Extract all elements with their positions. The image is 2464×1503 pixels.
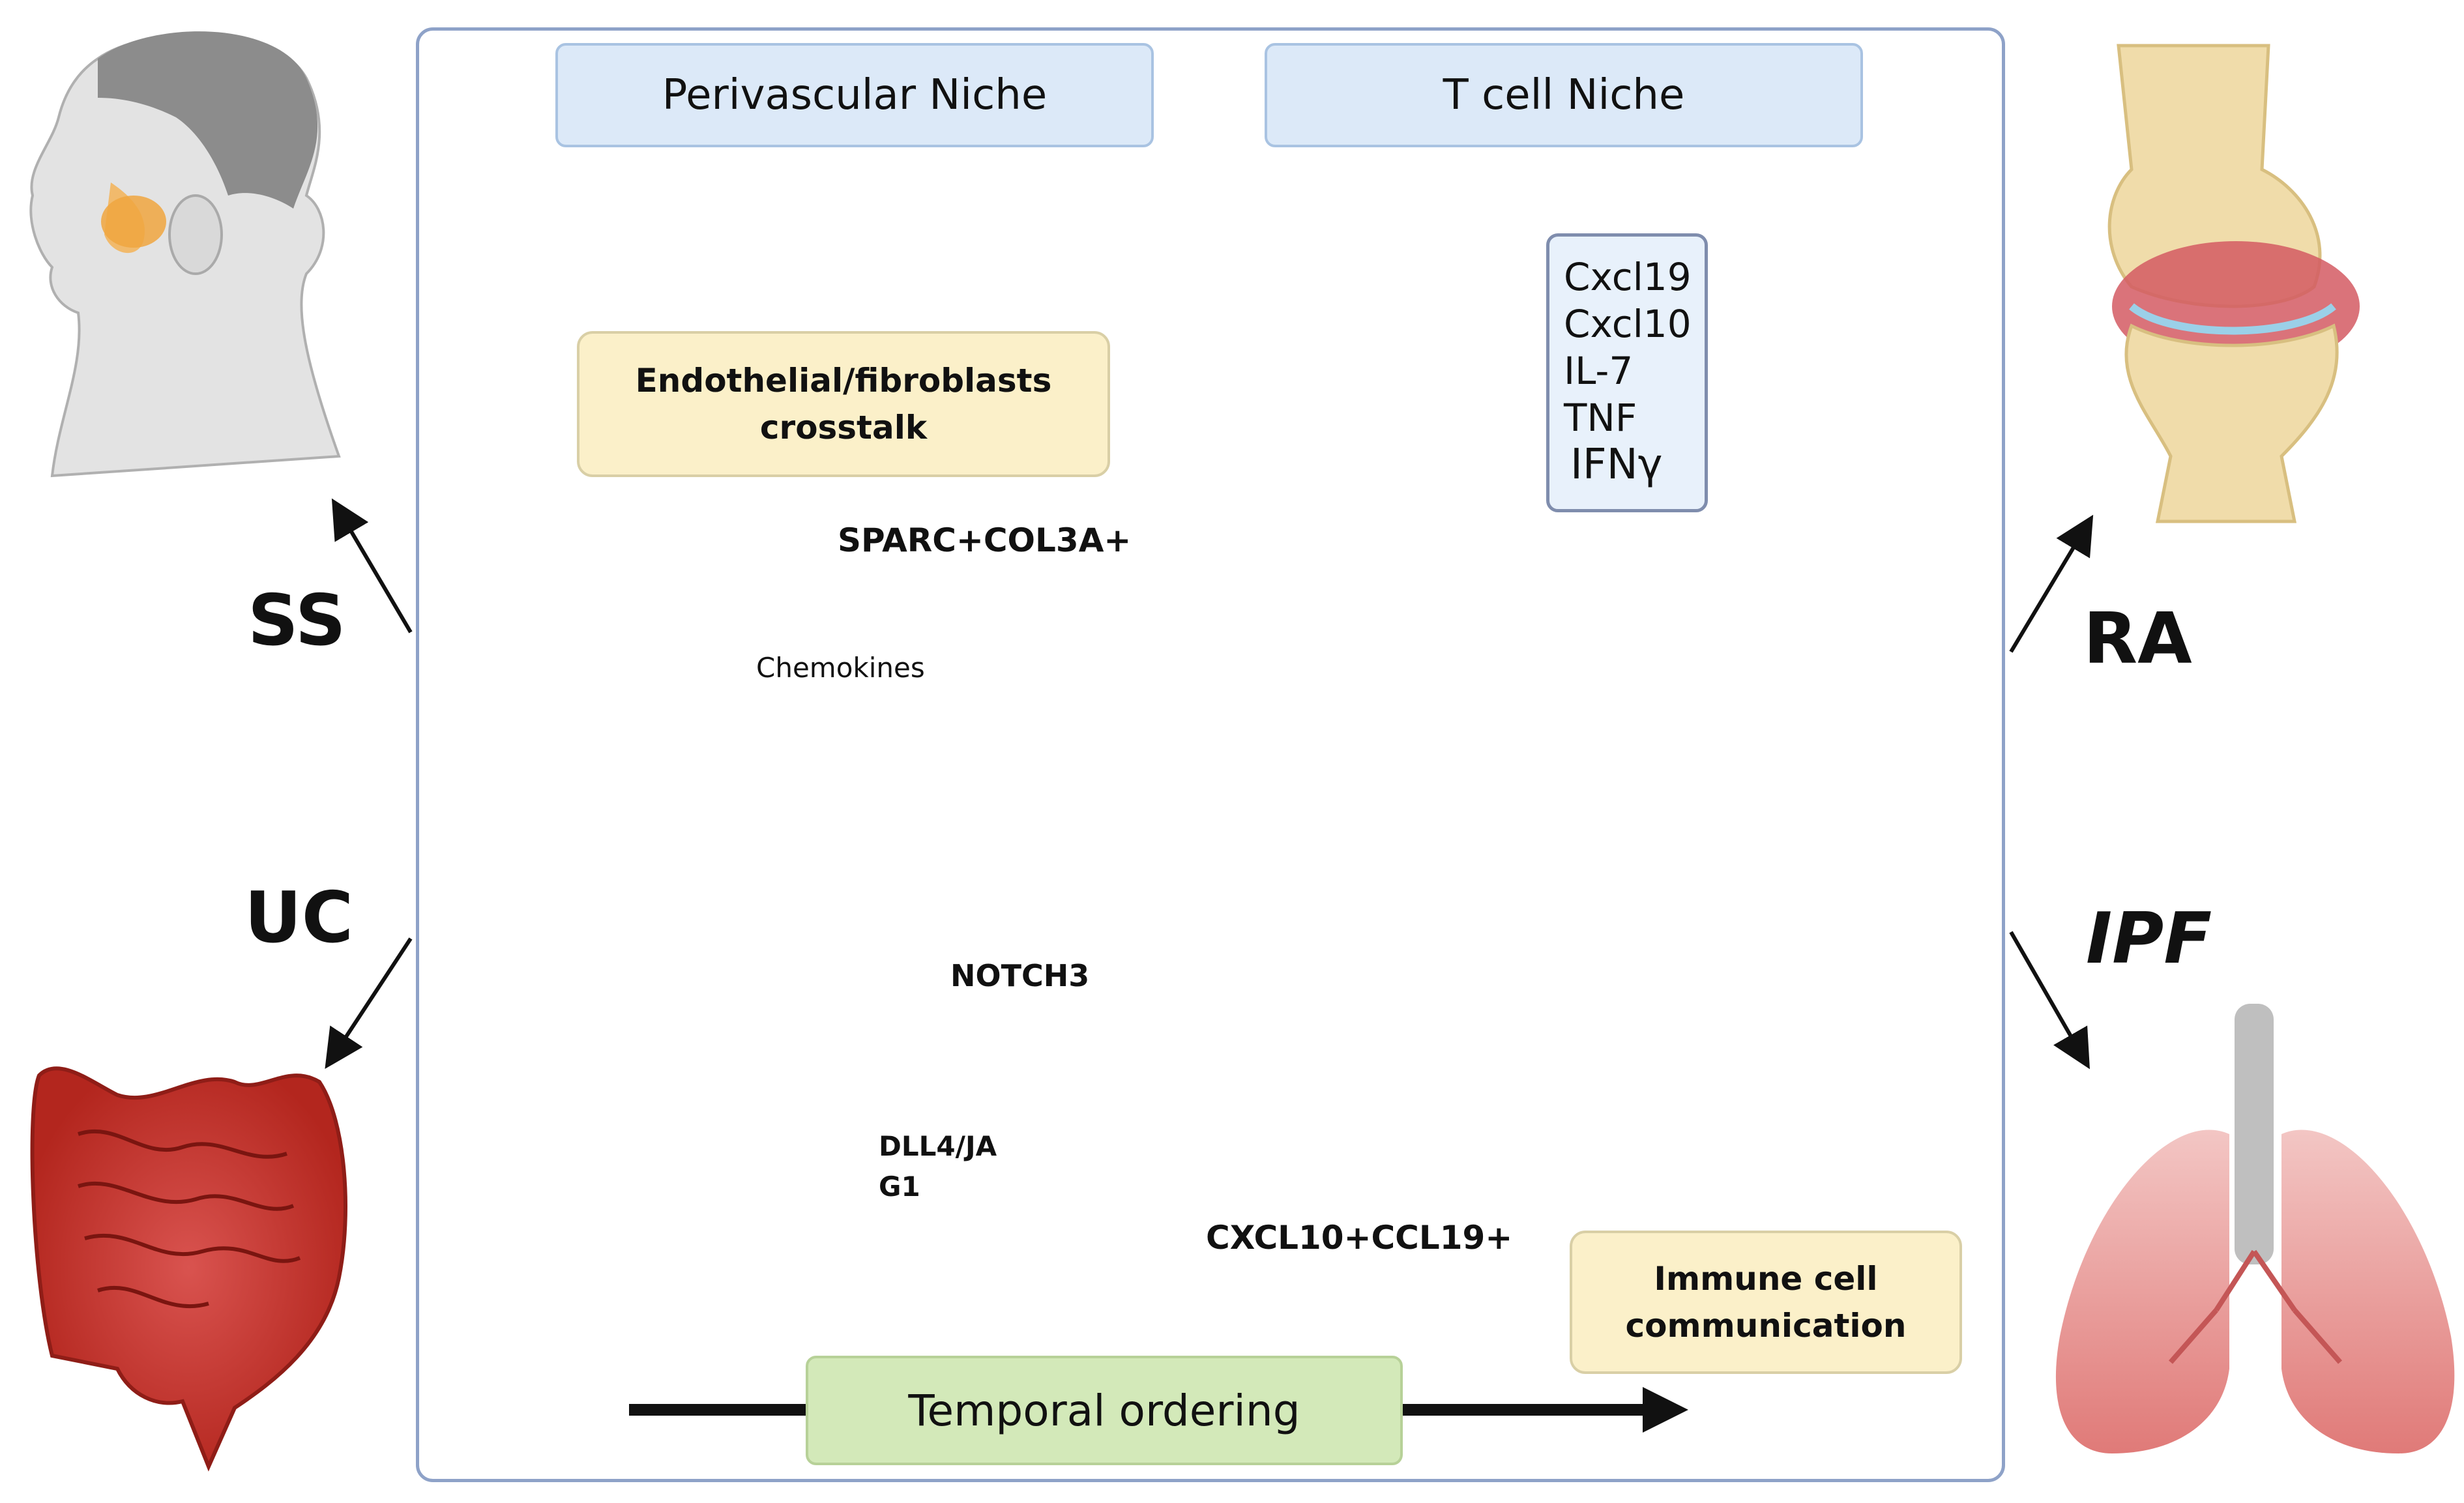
cytokine-item: Cxcl19: [1564, 255, 1692, 299]
head-profile-salivary-icon: [29, 31, 341, 478]
disease-label-ss: SS: [248, 580, 346, 662]
cytokine-item: Cxcl10: [1564, 302, 1692, 346]
cxcl10-label: CXCL10+CCL19+: [1206, 1219, 1513, 1257]
dll4-label-line2: G1: [879, 1171, 920, 1203]
arrow-ipf: [2009, 931, 2090, 1070]
temporal-ordering-box: Temporal ordering: [806, 1356, 1403, 1465]
disease-label-ipf: IPF: [2086, 898, 2212, 980]
temporal-arrow-shaft: [1400, 1404, 1648, 1416]
colon-icon: [30, 1066, 347, 1472]
arrow-uc: [325, 937, 413, 1070]
disease-label-ra: RA: [2083, 598, 2192, 680]
knee-joint-icon: [2107, 44, 2360, 523]
cytokine-item: TNF: [1564, 396, 1637, 440]
dll4-label-line1: DLL4/JA: [879, 1130, 997, 1162]
chemokines-label: Chemokines: [756, 652, 925, 684]
tcell-niche-header: T cell Niche: [1265, 43, 1863, 147]
disease-label-uc: UC: [244, 877, 353, 959]
notch3-label: NOTCH3: [950, 958, 1090, 993]
immune-communication-box: Immune cell communication: [1570, 1231, 1962, 1374]
temporal-arrow-tail: [629, 1404, 812, 1416]
cytokine-list-box: Cxcl19 Cxcl10 IL-7 TNF IFNγ: [1546, 233, 1708, 512]
arrow-ra: [2009, 514, 2094, 653]
endothelial-crosstalk-box: Endothelial/fibroblasts crosstalk: [577, 331, 1110, 477]
sparc-label: SPARC+COL3A+: [838, 521, 1132, 559]
arrow-ss: [331, 498, 413, 634]
temporal-arrow-head-icon: [1643, 1387, 1688, 1433]
perivascular-niche-header: Perivascular Niche: [555, 43, 1154, 147]
lungs-icon: [2055, 1004, 2455, 1453]
cytokine-item: IFNγ: [1570, 441, 1663, 489]
cytokine-item: IL-7: [1564, 349, 1634, 393]
